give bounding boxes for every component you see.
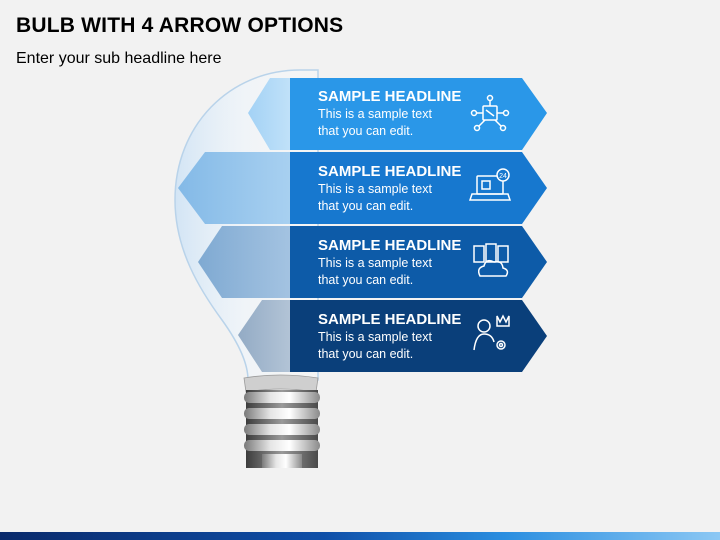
slide-subtitle: Enter your sub headline here [16, 50, 222, 67]
option-4: SAMPLE HEADLINE This is a sample text th… [318, 311, 468, 363]
option-2: SAMPLE HEADLINE This is a sample text th… [318, 163, 468, 215]
option-2-headline: SAMPLE HEADLINE [318, 163, 462, 180]
option-arrow-2 [290, 152, 547, 224]
option-4-line1: This is a sample text [318, 330, 432, 344]
option-1-headline: SAMPLE HEADLINE [318, 88, 462, 105]
option-3: SAMPLE HEADLINE This is a sample text th… [318, 237, 468, 289]
option-arrow-4 [290, 300, 547, 372]
laptop-24-support-icon: 24 [468, 168, 512, 201]
svg-text:24: 24 [499, 173, 507, 180]
arrow-ghost-2 [178, 152, 300, 224]
cloud-server-icon [473, 243, 509, 277]
bulb-neck [243, 374, 319, 393]
user-settings-icon [473, 314, 510, 351]
option-4-line2: that you can edit. [318, 347, 414, 361]
slide-title: BULB WITH 4 ARROW OPTIONS [16, 14, 344, 37]
option-3-headline: SAMPLE HEADLINE [318, 237, 462, 254]
option-4-headline: SAMPLE HEADLINE [318, 311, 462, 328]
footer-accent-bar [0, 532, 720, 540]
option-1: SAMPLE HEADLINE This is a sample text th… [318, 88, 468, 140]
arrow-ghost-3 [198, 226, 300, 298]
option-2-line1: This is a sample text [318, 182, 432, 196]
network-chip-icon [470, 94, 510, 132]
option-arrow-1 [290, 78, 547, 150]
option-1-line2: that you can edit. [318, 124, 414, 138]
option-arrow-3 [290, 226, 547, 298]
arrow-ghost-1 [248, 78, 300, 150]
bulb-screw-base [244, 390, 320, 468]
option-3-line2: that you can edit. [318, 273, 414, 287]
option-3-line1: This is a sample text [318, 256, 432, 270]
option-2-line2: that you can edit. [318, 199, 414, 213]
option-1-line1: This is a sample text [318, 107, 432, 121]
arrow-ghost-4 [238, 300, 300, 372]
